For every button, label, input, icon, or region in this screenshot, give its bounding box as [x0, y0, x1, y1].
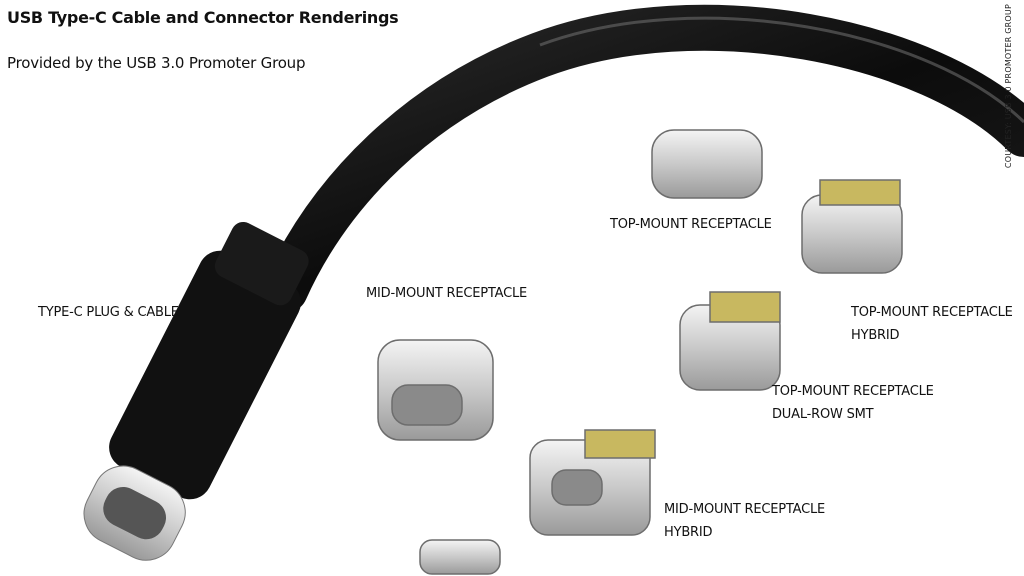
- connector-renderings: [377, 129, 903, 575]
- label-mid-mount: MID-MOUNT RECEPTACLE: [366, 286, 528, 301]
- label-top-mount: TOP-MOUNT RECEPTACLE: [610, 217, 772, 232]
- image-credit: COURTESY: USB 3.0 PROMOTER GROUP: [1004, 4, 1013, 169]
- usb-c-cable: [83, 4, 1024, 561]
- page-title: USB Type-C Cable and Connector Rendering…: [7, 8, 399, 27]
- label-line: HYBRID: [851, 328, 900, 343]
- label-line: MID-MOUNT RECEPTACLE: [664, 502, 826, 517]
- label-line: TOP-MOUNT RECEPTACLE: [772, 384, 934, 399]
- label-top-mount-hybrid: TOP-MOUNT RECEPTACLE HYBRID: [851, 301, 1013, 347]
- label-mid-mount-hybrid: MID-MOUNT RECEPTACLE HYBRID: [664, 498, 825, 544]
- label-top-mount-dual-row: TOP-MOUNT RECEPTACLE DUAL-ROW SMT: [772, 380, 934, 426]
- label-plug-cable: TYPE-C PLUG & CABLE: [38, 305, 179, 320]
- label-line: DUAL-ROW SMT: [772, 407, 874, 422]
- page-subtitle: Provided by the USB 3.0 Promoter Group: [7, 54, 306, 72]
- label-line: HYBRID: [664, 525, 713, 540]
- label-line: TOP-MOUNT RECEPTACLE: [851, 305, 1013, 320]
